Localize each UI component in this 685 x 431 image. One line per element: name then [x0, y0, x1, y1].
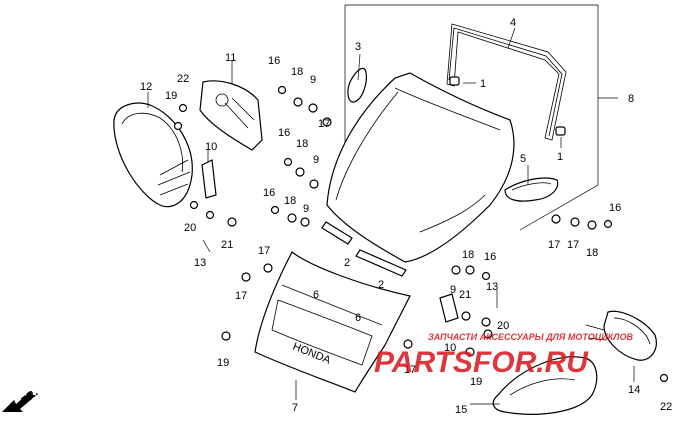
svg-text:18: 18 [291, 66, 303, 78]
strip-2-right [355, 249, 407, 277]
front-cowl-7 [254, 251, 411, 393]
leader-lines [147, 27, 635, 405]
svg-text:1: 1 [557, 151, 563, 163]
svg-text:16: 16 [263, 187, 275, 199]
bracket-3 [347, 67, 367, 103]
svg-text:9: 9 [310, 74, 316, 86]
svg-text:22: 22 [177, 73, 189, 85]
svg-text:17: 17 [567, 239, 579, 251]
svg-text:22: 22 [660, 401, 672, 413]
svg-text:10: 10 [205, 141, 217, 153]
svg-text:16: 16 [268, 55, 280, 67]
grommet-1-right [555, 126, 566, 136]
svg-text:7: 7 [292, 402, 298, 414]
svg-text:5: 5 [520, 153, 526, 165]
svg-text:15: 15 [455, 404, 467, 416]
svg-text:8: 8 [628, 93, 634, 105]
svg-text:9: 9 [450, 284, 456, 296]
windshield-trim-4 [446, 23, 567, 141]
svg-text:10: 10 [444, 342, 456, 354]
fasteners [173, 85, 669, 383]
svg-text:4: 4 [510, 17, 516, 29]
svg-text:2: 2 [344, 257, 350, 269]
svg-text:6: 6 [355, 312, 361, 324]
svg-text:1: 1 [480, 78, 486, 90]
svg-text:16: 16 [484, 251, 496, 263]
svg-text:19: 19 [165, 90, 177, 102]
svg-text:17: 17 [258, 245, 270, 257]
svg-text:9: 9 [313, 154, 319, 166]
bracket-10-left [201, 159, 217, 199]
svg-text:21: 21 [221, 239, 233, 251]
svg-text:21: 21 [459, 289, 471, 301]
watermark: ЗАПЧАСТИ АКСЕССУАРЫ ДЛЯ МОТОЦИКЛОВ PARTS… [374, 332, 633, 379]
svg-text:16: 16 [278, 127, 290, 139]
svg-text:18: 18 [284, 195, 296, 207]
svg-text:2: 2 [378, 279, 384, 291]
svg-text:20: 20 [184, 222, 196, 234]
svg-text:14: 14 [628, 384, 640, 396]
grommet-1-top [449, 76, 460, 86]
svg-text:13: 13 [486, 281, 498, 293]
svg-text:11: 11 [225, 52, 236, 64]
svg-text:18: 18 [462, 249, 474, 261]
svg-text:9: 9 [303, 203, 309, 215]
svg-text:18: 18 [586, 247, 598, 259]
vent-5 [504, 177, 559, 202]
svg-text:3: 3 [355, 41, 361, 53]
svg-text:12: 12 [140, 81, 152, 93]
svg-text:16: 16 [609, 202, 621, 214]
svg-text:17: 17 [404, 364, 416, 376]
svg-text:17: 17 [235, 290, 247, 302]
svg-text:18: 18 [296, 138, 308, 150]
bracket-10-right [439, 293, 459, 323]
svg-text:17: 17 [548, 239, 560, 251]
watermark-text-bottom: PARTSFOR.RU [374, 346, 589, 379]
svg-text:20: 20 [497, 320, 509, 332]
svg-text:19: 19 [470, 376, 482, 388]
strip-2-left [321, 221, 353, 245]
svg-text:6: 6 [313, 289, 319, 301]
svg-text:17: 17 [318, 118, 330, 130]
svg-text:19: 19 [217, 357, 229, 369]
windscreen [326, 72, 515, 263]
watermark-text-top: ЗАПЧАСТИ АКСЕССУАРЫ ДЛЯ МОТОЦИКЛОВ [428, 332, 633, 342]
mirror-mount-11 [199, 80, 263, 151]
mirror-shell-15 [492, 356, 598, 415]
mirror-12 [113, 102, 193, 208]
mirror-14 [603, 310, 657, 361]
front-direction-arrow: FR. [2, 387, 41, 412]
callout-numbers: 1 1 2 2 3 4 5 6 6 7 8 9 9 9 9 10 10 11 1… [140, 17, 672, 416]
svg-text:13: 13 [194, 257, 206, 269]
